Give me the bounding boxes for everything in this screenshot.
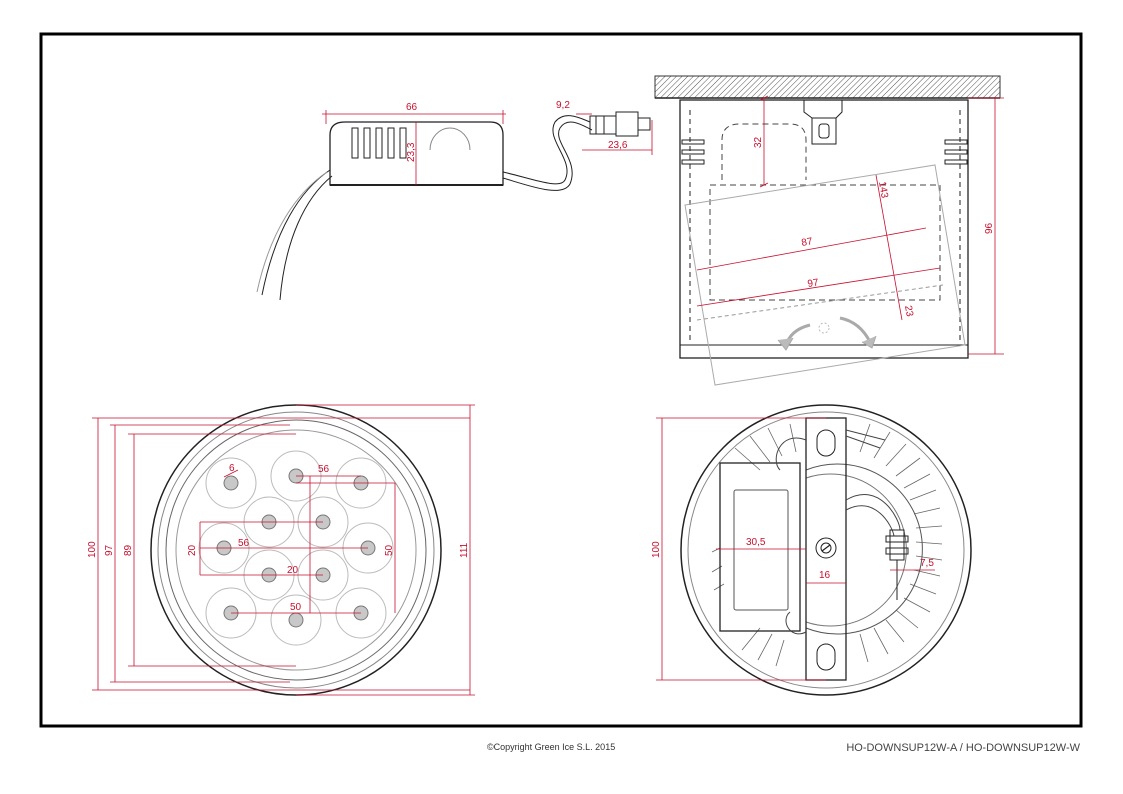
dim-pitch-mid: 56 (238, 538, 250, 549)
dim-outer-diameter: 111 (459, 542, 470, 558)
dim-connector-length: 23,6 (608, 140, 628, 151)
model-number: HO-DOWNSUP12W-A / HO-DOWNSUP12W-W (846, 742, 1080, 754)
dim-bracket-width: 16 (819, 570, 831, 581)
copyright-notice: ©Copyright Green Ice S.L. 2015 (487, 742, 616, 752)
dim-inner-width: 87 (801, 236, 814, 249)
side-slots (681, 139, 968, 165)
rotate-arrow-right (839, 316, 872, 343)
dim-led-diameter: 6 (229, 463, 235, 474)
dim-top-gap: 32 (753, 136, 764, 148)
driver-dimensions (322, 110, 653, 185)
dim-spacing-right: 50 (384, 544, 395, 556)
hidden-driver (721, 123, 807, 180)
housing (679, 99, 969, 359)
hidden-module (709, 184, 941, 301)
driver-vents (351, 127, 407, 159)
driver-dome (429, 127, 471, 151)
dim-diameter-100: 100 (87, 541, 98, 558)
back-view-dimensions (656, 417, 935, 681)
back-view (680, 404, 972, 696)
driver-input-wires (261, 169, 333, 301)
dim-offset: 23 (902, 305, 915, 318)
driver-output-cable (502, 115, 591, 185)
dim-spacing-bottom: 50 (290, 602, 302, 613)
ceiling (654, 75, 1001, 99)
led-emitters (216, 468, 376, 628)
dim-clip-width: 7,5 (920, 558, 934, 569)
internal-wires (775, 429, 886, 635)
dim-driver-height: 23,3 (406, 142, 417, 162)
dim-spacing-left: 20 (187, 544, 198, 556)
dim-connector-width: 9,2 (556, 100, 570, 111)
dim-driver-width: 30,5 (746, 537, 766, 548)
connector (589, 111, 651, 137)
dim-spacing-center: 20 (287, 565, 299, 576)
side-clip (885, 529, 909, 600)
side-view-dimensions (696, 95, 1004, 355)
heatsink-ring (805, 463, 923, 635)
front-view-dimensions (92, 404, 475, 696)
dim-outer-width: 97 (807, 277, 820, 290)
dim-diameter-97: 97 (104, 544, 115, 556)
dim-housing-height: 96 (984, 222, 995, 234)
side-view (654, 75, 1001, 386)
dim-driver-length: 66 (406, 102, 418, 113)
drawing-frame (39, 32, 1083, 728)
dim-pitch-top: 56 (318, 464, 330, 475)
dim-diagonal: 143 (876, 181, 890, 200)
dim-diameter-89: 89 (123, 544, 134, 556)
mounting-bracket (805, 417, 847, 681)
driver-body (329, 121, 504, 186)
back-driver (719, 462, 801, 632)
pivot-screw (815, 537, 837, 559)
tilted-lamp (684, 164, 966, 386)
dim-back-diameter: 100 (651, 541, 662, 558)
driver-view (256, 111, 651, 301)
mount-clip (803, 100, 843, 145)
